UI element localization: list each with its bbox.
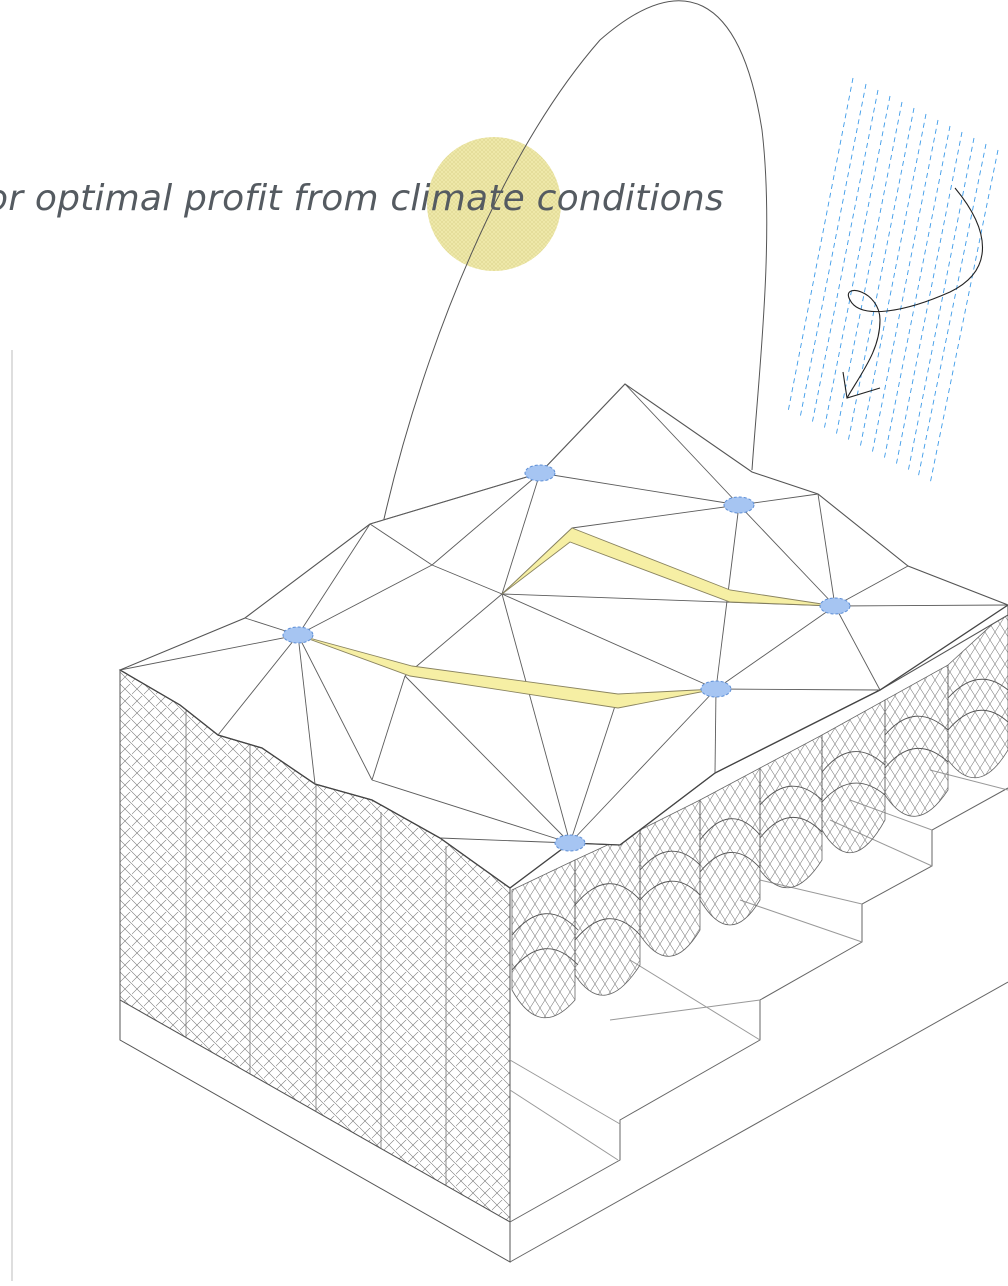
diagram-caption: or optimal profit from climate condition… [0,178,724,219]
drain-point-icon [700,680,732,698]
drain-point-icon [554,834,586,852]
hanging-shading-pods [511,609,1008,1018]
drain-point-icon [524,464,556,482]
drain-point-icon [819,597,851,615]
sun-path-arc [357,0,768,696]
rain-icon [787,77,999,485]
sun-icon [427,137,561,271]
drain-points [282,464,851,852]
drain-point-icon [723,496,755,514]
wind-arrow-icon [842,187,983,399]
roof-triangulation [119,383,1008,844]
pod-arcs [511,678,1008,971]
drain-point-icon [282,626,314,644]
